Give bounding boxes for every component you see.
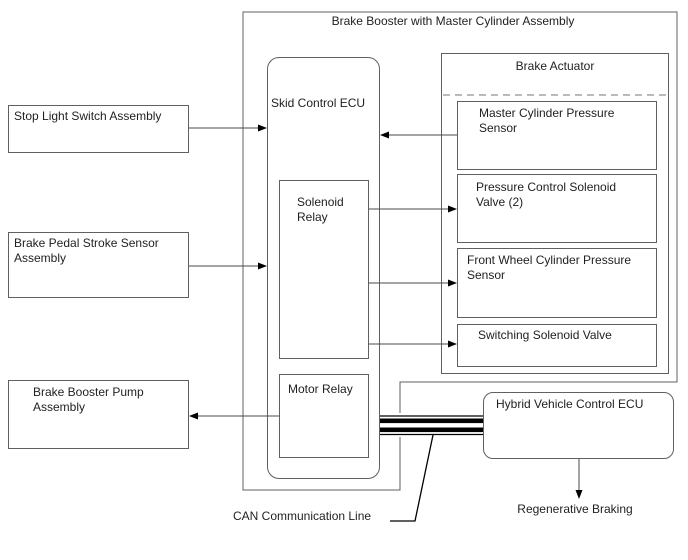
assembly-title: Brake Booster with Master Cylinder Assem…: [331, 14, 575, 28]
solenoid-relay-box: Solenoid Relay: [279, 180, 369, 359]
hybrid-vehicle-control-ecu-label: Hybrid Vehicle Control ECU: [496, 397, 644, 411]
pressure-control-solenoid-valve-label: Pressure Control Solenoid Valve (2): [476, 180, 617, 209]
arrow-motorrelay-to-pump: [189, 412, 279, 420]
brake-pedal-stroke-sensor-label: Brake Pedal Stroke Sensor Assembly: [14, 236, 159, 265]
brake-booster-pump-label: Brake Booster Pump Assembly: [33, 385, 144, 414]
hybrid-vehicle-control-ecu-box: Hybrid Vehicle Control ECU: [483, 392, 674, 459]
solenoid-relay-label: Solenoid Relay: [297, 195, 344, 224]
switching-solenoid-valve-box: Switching Solenoid Valve: [457, 324, 657, 367]
switching-solenoid-valve-label: Switching Solenoid Valve: [478, 328, 612, 342]
regenerative-braking-label: Regenerative Braking: [517, 502, 633, 516]
brake-actuator-label: Brake Actuator: [515, 59, 595, 73]
can-line-label: CAN Communication Line: [233, 509, 372, 523]
arrow-stoplight-to-ecu: [189, 124, 267, 132]
front-wheel-cylinder-pressure-sensor-box: Front Wheel Cylinder Pressure Sensor: [457, 248, 657, 318]
can-communication-line: [380, 413, 483, 437]
arrow-pedalsensor-to-ecu: [189, 262, 267, 270]
motor-relay-box: Motor Relay: [279, 374, 369, 458]
skid-control-ecu-label: Skid Control ECU: [271, 96, 366, 110]
front-wheel-cylinder-pressure-sensor-label: Front Wheel Cylinder Pressure Sensor: [467, 253, 632, 282]
arrow-hybrid-to-regen: [575, 459, 583, 499]
stop-light-switch-box: Stop Light Switch Assembly: [8, 105, 189, 153]
brake-booster-pump-box: Brake Booster Pump Assembly: [8, 380, 189, 449]
motor-relay-label: Motor Relay: [288, 382, 353, 396]
stop-light-switch-label: Stop Light Switch Assembly: [14, 109, 162, 123]
can-leader-line: [390, 434, 434, 522]
master-cylinder-pressure-sensor-label: Master Cylinder Pressure Sensor: [479, 106, 615, 135]
master-cylinder-pressure-sensor-box: Master Cylinder Pressure Sensor: [457, 101, 657, 170]
pressure-control-solenoid-valve-box: Pressure Control Solenoid Valve (2): [457, 174, 657, 243]
brake-pedal-stroke-sensor-box: Brake Pedal Stroke Sensor Assembly: [8, 232, 189, 298]
